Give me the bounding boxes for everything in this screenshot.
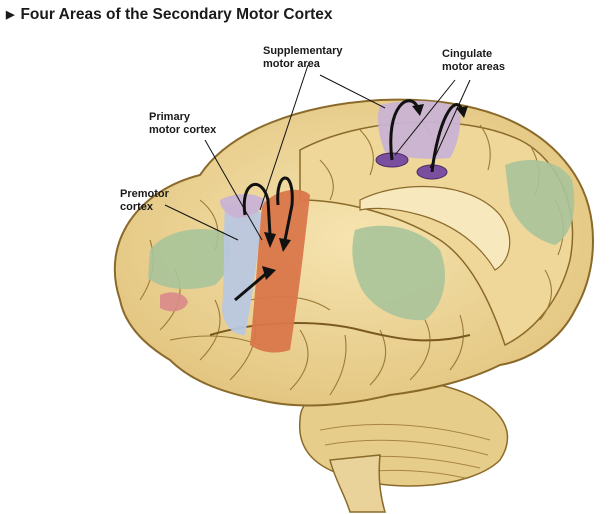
supplementary-motor-area <box>377 100 461 159</box>
label-primary-motor-cortex: Primary motor cortex <box>149 111 217 136</box>
arrow-heads <box>262 104 468 280</box>
medial-green-area-1 <box>505 160 575 245</box>
brainstem <box>329 454 387 513</box>
title-text: Four Areas of the Secondary Motor Cortex <box>20 6 333 23</box>
label-cingulate-motor-areas: Cingulate motor areas <box>442 48 505 73</box>
title-bullet-icon: ▶ <box>6 9 15 21</box>
label-supplementary-motor-area: Supplementary motor area <box>263 45 343 70</box>
primary-motor-area <box>250 189 310 353</box>
arrow-head-4-icon <box>412 104 424 116</box>
premotor-area <box>222 203 262 335</box>
medial-green-area-2 <box>352 225 445 321</box>
corpus-callosum <box>359 185 511 271</box>
prefrontal-green-area <box>148 229 231 290</box>
arrow-head-2-icon <box>279 238 291 252</box>
arrow-head-5-icon <box>456 106 468 118</box>
pointer-lines <box>164 64 471 241</box>
red-area <box>160 292 188 312</box>
arrow-head-3-icon <box>262 266 276 280</box>
label-premotor-cortex: Premotor cortex <box>120 188 169 213</box>
arrow-head-1-icon <box>264 232 276 248</box>
figure-title: ▶ Four Areas of the Secondary Motor Corte… <box>6 6 333 24</box>
medial-wall <box>299 121 574 347</box>
motor-arrows <box>234 99 464 302</box>
